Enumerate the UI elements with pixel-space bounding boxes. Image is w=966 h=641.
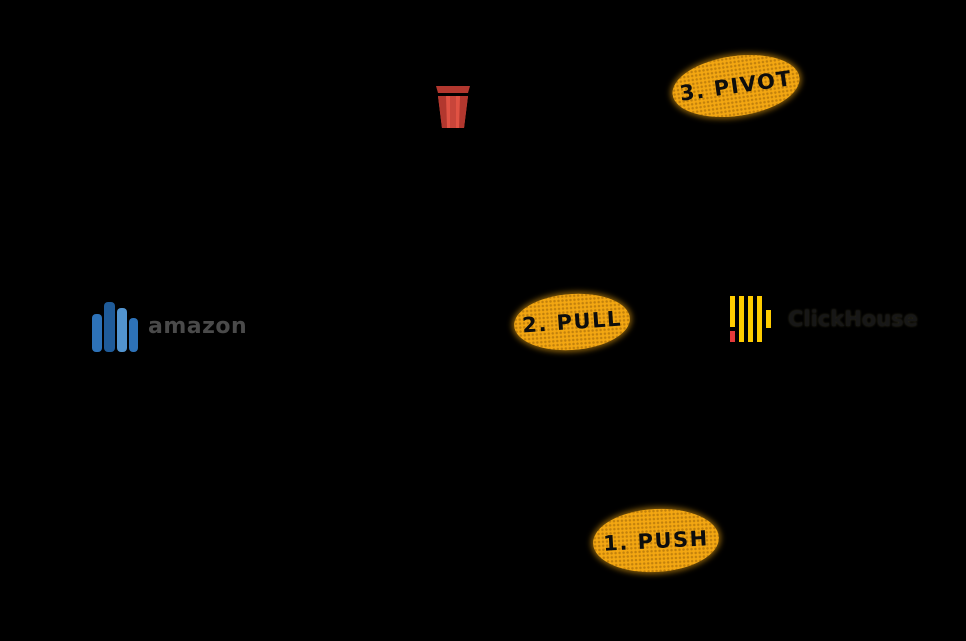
step-push-label: 1. PUSH: [602, 525, 710, 556]
step-pivot: 3. PIVOT: [668, 47, 804, 125]
s3-bucket-icon: [436, 86, 470, 128]
clickhouse-node: ClickHouse: [730, 296, 918, 342]
step-pull-label: 2. PULL: [521, 306, 623, 338]
amazon-label: amazon: [148, 313, 248, 339]
amazon-database-icon: [92, 302, 138, 352]
amazon-node: amazon: [92, 300, 247, 352]
clickhouse-bars-icon: [730, 296, 771, 342]
step-push: 1. PUSH: [591, 505, 721, 576]
step-pull: 2. PULL: [512, 290, 632, 354]
clickhouse-label: ClickHouse: [788, 307, 918, 331]
s3-node: [433, 84, 473, 130]
step-pivot-label: 3. PIVOT: [678, 66, 794, 106]
